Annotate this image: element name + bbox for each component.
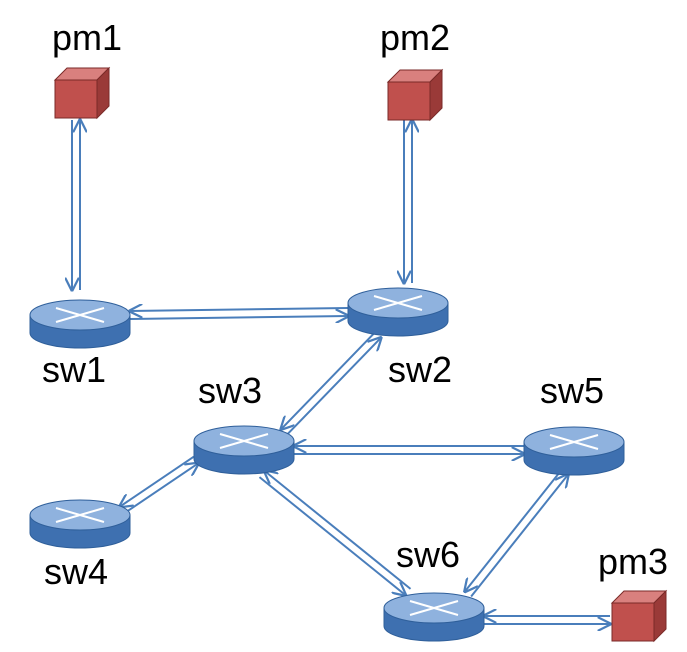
switch-sw6 [383, 592, 485, 642]
link-sw1-sw2 [130, 308, 348, 319]
arrow-backward [286, 338, 381, 436]
arrow-forward [281, 331, 376, 429]
link-sw3-sw4 [120, 455, 198, 515]
links-layer [72, 120, 610, 624]
link-sw5-sw6 [465, 468, 568, 598]
switch-sw3 [193, 425, 295, 475]
switch-sw2 [347, 287, 449, 337]
label-sw2: sw2 [388, 349, 452, 390]
arrow-forward [120, 455, 195, 507]
link-sw3-sw5 [294, 446, 524, 454]
arrow-forward [258, 476, 405, 595]
switch-icon [29, 299, 131, 349]
switch-icon [29, 499, 131, 549]
arrow-backward [470, 474, 568, 598]
link-sw3-sw6 [258, 471, 412, 595]
link-sw2-sw3 [281, 331, 381, 436]
switch-sw5 [523, 426, 625, 476]
link-sw6-pm3 [484, 616, 610, 624]
arrow-backward [123, 463, 198, 515]
label-sw6: sw6 [396, 534, 460, 575]
host-cube-icon [386, 68, 444, 122]
link-pm2-sw2 [404, 120, 412, 283]
label-pm3: pm3 [598, 541, 668, 582]
label-pm2: pm2 [380, 17, 450, 58]
arrow-forward [130, 316, 348, 319]
arrow-forward [465, 468, 563, 592]
host-cube-icon [53, 66, 111, 120]
host-cube-icon [610, 589, 668, 643]
switch-icon [193, 425, 295, 475]
switch-sw4 [29, 499, 131, 549]
switch-icon [383, 592, 485, 642]
switch-icon [347, 287, 449, 337]
host-pm2 [386, 68, 444, 122]
switch-sw1 [29, 299, 131, 349]
label-sw4: sw4 [44, 551, 108, 592]
link-pm1-sw1 [72, 120, 80, 290]
switch-icon [523, 426, 625, 476]
label-sw5: sw5 [540, 370, 604, 411]
label-pm1: pm1 [52, 17, 122, 58]
label-sw3: sw3 [198, 370, 262, 411]
label-sw1: sw1 [42, 349, 106, 390]
arrow-backward [265, 471, 412, 590]
host-pm3 [610, 589, 668, 643]
arrow-backward [130, 308, 348, 311]
host-pm1 [53, 66, 111, 120]
